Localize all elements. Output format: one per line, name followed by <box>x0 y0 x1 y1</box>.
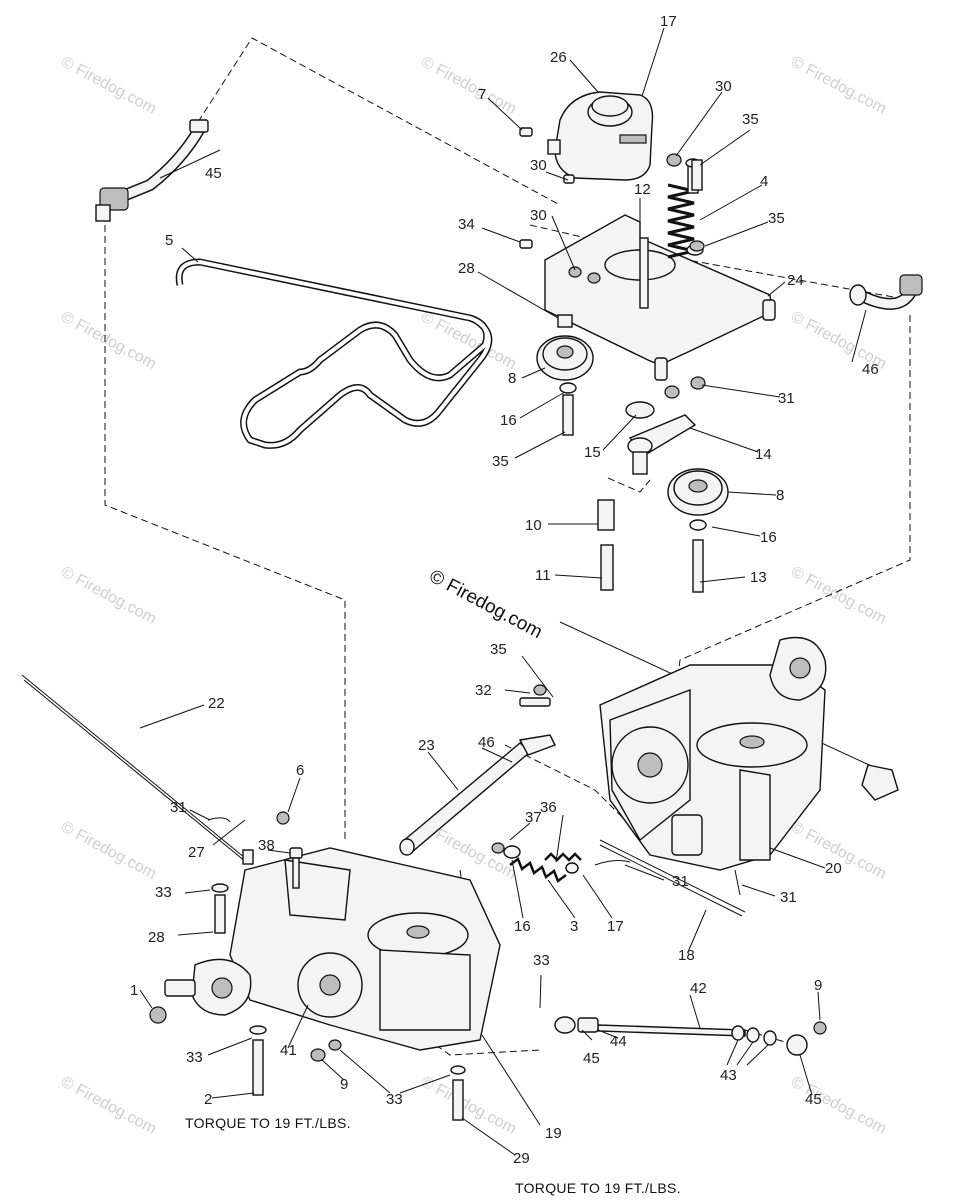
callout-30: 30 <box>530 207 547 224</box>
callout-38: 38 <box>258 837 275 854</box>
callout-15: 15 <box>584 444 601 461</box>
callout-1: 1 <box>130 982 138 999</box>
callout-31: 31 <box>672 873 689 890</box>
callout-34: 34 <box>458 216 475 233</box>
idler-pulley-left <box>536 314 594 436</box>
tank-fasteners <box>519 127 706 390</box>
watermark: © Firedog.com <box>788 564 889 628</box>
callout-33: 33 <box>533 952 550 969</box>
return-spring <box>491 842 582 883</box>
callout-46: 46 <box>478 734 495 751</box>
callout-16: 16 <box>500 412 517 429</box>
callout-39: 41 <box>280 1042 297 1059</box>
idler-bracket <box>544 214 776 381</box>
callout-33: 33 <box>155 884 172 901</box>
idler-pulley-right <box>667 468 729 593</box>
callout-12: 11 <box>535 567 551 584</box>
callout-2: 2 <box>204 1091 212 1108</box>
transmission-right <box>599 636 899 871</box>
watermark: © Firedog.com <box>58 309 159 373</box>
callout-37: 36 <box>540 799 557 816</box>
callout-31: 31 <box>780 889 797 906</box>
callout-44: 45 <box>805 1091 822 1108</box>
control-rod-left <box>21 674 254 865</box>
callout-38: 37 <box>525 809 542 826</box>
callout-21: 17 <box>660 13 677 30</box>
callout-42: 44 <box>610 1033 627 1050</box>
callout-5: 5 <box>165 232 173 249</box>
callout-43: 45 <box>583 1050 600 1067</box>
callout-3: 3 <box>570 918 578 935</box>
oil-reservoir <box>547 91 654 181</box>
callout-4: 4 <box>760 173 768 190</box>
callout-17: 17 <box>607 918 624 935</box>
callout-35: 35 <box>492 453 509 470</box>
tie-rod <box>554 1016 827 1056</box>
callout-24: 23 <box>418 737 435 754</box>
torque-note-bottom: TORQUE TO 19 FT./LBS. <box>515 1180 681 1196</box>
callout-8: 8 <box>776 487 784 504</box>
callout-45: 45 <box>205 165 222 182</box>
callout-16: 16 <box>760 529 777 546</box>
transmission-left <box>149 847 501 1051</box>
leader-lines <box>139 27 867 1156</box>
callout-30: 30 <box>715 78 732 95</box>
callout-36: 35 <box>768 210 785 227</box>
callout-6: 6 <box>296 762 304 779</box>
callout-8: 8 <box>508 370 516 387</box>
watermark: © Firedog.com <box>418 1074 519 1138</box>
callout-27: 28 <box>458 260 475 277</box>
callout-33: 33 <box>386 1091 403 1108</box>
callout-23: 22 <box>208 695 225 712</box>
watermark: © Firedog.com <box>58 54 159 118</box>
callout-11: 12 <box>634 181 651 198</box>
callout-25: 24 <box>787 272 804 289</box>
callout-22: 26 <box>550 49 567 66</box>
callout-40: 42 <box>690 980 707 997</box>
callout-9: 9 <box>814 977 822 994</box>
callout-45: 46 <box>862 361 879 378</box>
watermark: © Firedog.com <box>58 819 159 883</box>
center-watermark: © Firedog.com <box>426 566 546 643</box>
callout-28: 29 <box>513 1150 530 1167</box>
callout-28: 28 <box>148 929 165 946</box>
cross-tube <box>399 734 556 856</box>
callout-35: 35 <box>742 111 759 128</box>
callout-7: 7 <box>478 86 486 103</box>
callout-20: 20 <box>825 860 842 877</box>
callout-9: 9 <box>340 1076 348 1093</box>
watermark: © Firedog.com <box>58 564 159 628</box>
watermark: © Firedog.com <box>788 54 889 118</box>
callout-41: 43 <box>720 1067 737 1084</box>
callout-16: 16 <box>514 918 531 935</box>
callout-10: 10 <box>525 517 542 534</box>
callout-labels: 17 26 7 30 35 4 35 30 12 30 34 28 24 45 … <box>130 13 879 1196</box>
drive-belt <box>175 258 493 449</box>
callout-33: 33 <box>186 1049 203 1066</box>
watermark: © Firedog.com <box>58 1074 159 1138</box>
callout-30: 31 <box>778 390 795 407</box>
idler-arm <box>568 237 697 591</box>
callout-31: 31 <box>170 799 187 816</box>
callout-13: 13 <box>750 569 767 586</box>
hose-left <box>95 119 209 222</box>
callout-35: 35 <box>490 641 507 658</box>
left-fasteners <box>207 684 741 1121</box>
callout-14: 14 <box>755 446 772 463</box>
watermark: © Firedog.com <box>788 1074 889 1138</box>
callout-26: 27 <box>188 844 205 861</box>
callout-32: 32 <box>475 682 492 699</box>
callout-19: 19 <box>545 1125 562 1142</box>
watermark: © Firedog.com <box>418 54 519 118</box>
callout-29: 30 <box>530 157 547 174</box>
torque-note-left: TORQUE TO 19 FT./LBS. <box>185 1115 351 1131</box>
callout-18: 18 <box>678 947 695 964</box>
hose-right <box>849 274 923 310</box>
